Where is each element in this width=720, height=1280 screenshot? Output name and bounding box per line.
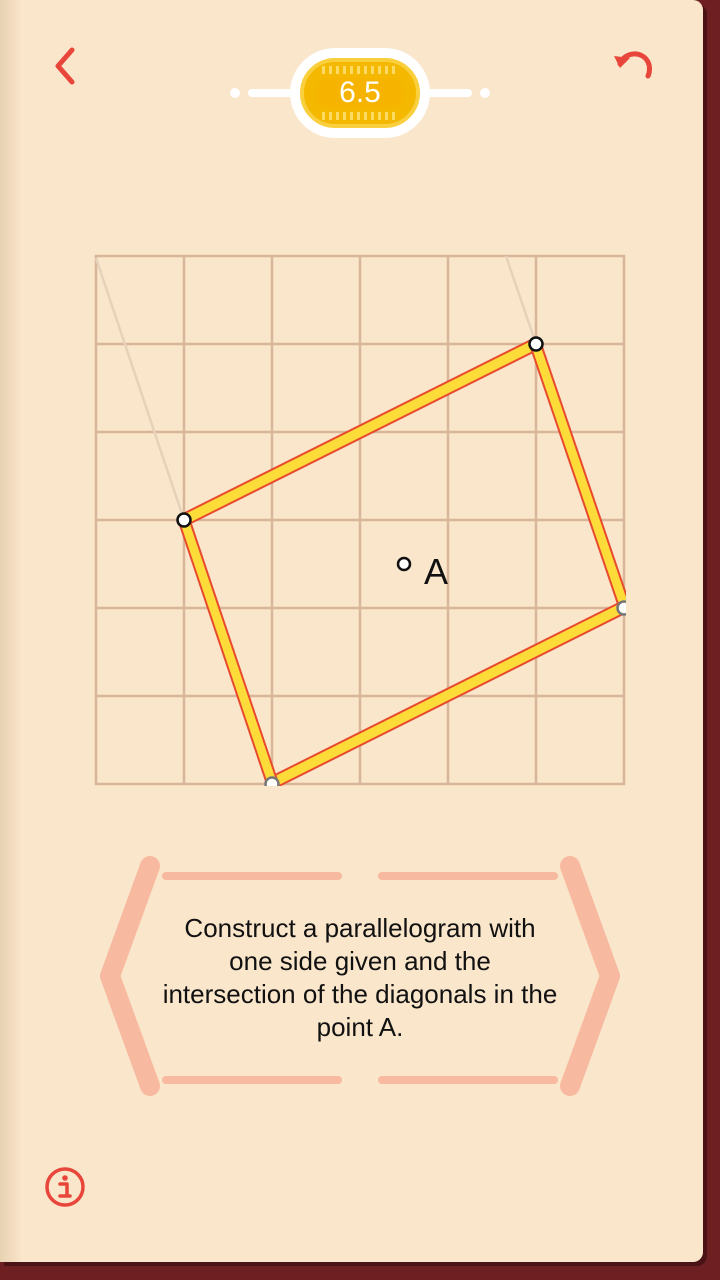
meander-pattern-bottom	[322, 112, 398, 120]
level-dot-right	[480, 88, 490, 98]
info-button[interactable]	[42, 1164, 88, 1210]
point-a[interactable]	[396, 556, 412, 572]
level-medallion: 6.5	[300, 58, 420, 128]
task-description: Construct a parallelogram with one side …	[162, 913, 558, 1042]
level-indicator: 6.5	[226, 48, 496, 138]
undo-icon	[614, 51, 652, 79]
construction-board[interactable]: A	[94, 254, 632, 792]
board-canvas[interactable]: A	[94, 254, 632, 792]
meander-pattern-top	[322, 66, 398, 74]
grid	[94, 254, 626, 786]
level-dot-left	[230, 88, 240, 98]
chevron-left-icon	[55, 47, 75, 85]
vertex-bottom[interactable]	[264, 776, 280, 792]
vertex-left[interactable]	[176, 512, 192, 528]
point-a-label: A	[424, 551, 448, 592]
task-card: Construct a parallelogram with one side …	[100, 856, 620, 1100]
construction-lines	[94, 255, 538, 521]
level-badge: 6.5	[290, 48, 430, 138]
book-spine	[0, 0, 22, 1262]
segment-left[interactable]	[177, 516, 279, 786]
back-button[interactable]	[46, 42, 86, 90]
info-icon	[45, 1167, 85, 1207]
segment-right[interactable]	[528, 339, 631, 609]
task-card-frame	[100, 856, 620, 1096]
vertex-top-right[interactable]	[528, 336, 544, 352]
book-page: 6.5	[0, 0, 703, 1262]
vertex-right[interactable]	[616, 600, 632, 616]
level-number: 6.5	[316, 78, 404, 108]
level-line-right	[392, 89, 472, 97]
undo-button[interactable]	[608, 44, 660, 84]
level-line-left	[248, 89, 328, 97]
